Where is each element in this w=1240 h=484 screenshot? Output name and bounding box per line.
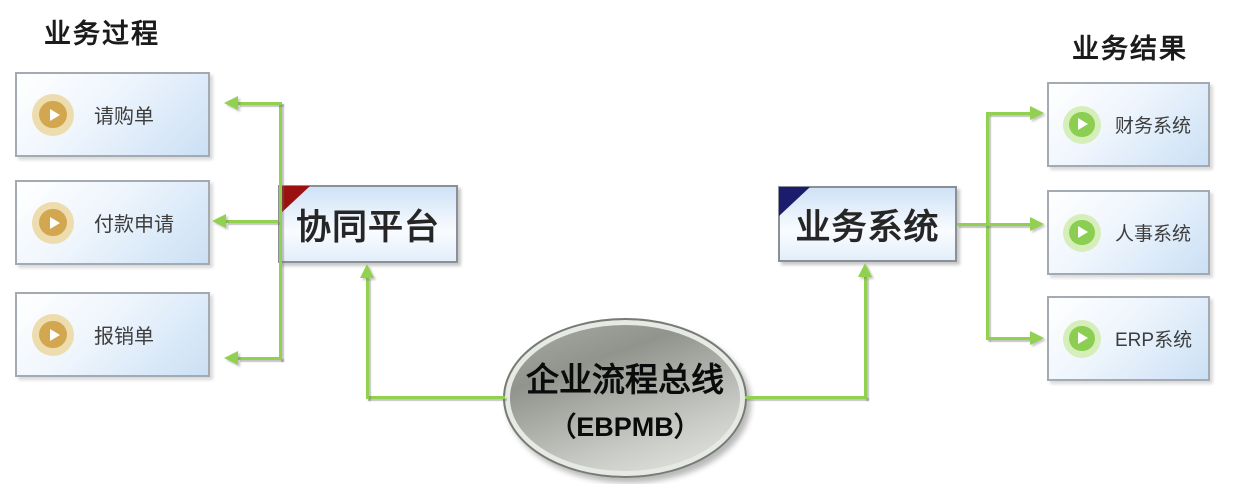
bus-subtitle: （EBPMB） (549, 411, 701, 442)
node-label: 报销单 (94, 326, 154, 348)
result-node-erp: ERP系统 (1047, 296, 1210, 381)
corner-flag (279, 186, 310, 215)
connector-line (238, 357, 282, 360)
process-heading: 业务过程 (44, 19, 160, 49)
connector-line (864, 276, 867, 399)
hub-label: 业务系统 (795, 207, 940, 247)
play-icon (32, 93, 74, 136)
play-icon (1063, 319, 1101, 358)
process-node-expense: 报销单 (15, 292, 210, 377)
connector-line (988, 112, 1030, 115)
connector-line (986, 112, 989, 340)
arrowhead-right (1030, 331, 1044, 345)
play-icon (32, 201, 74, 244)
play-icon (32, 313, 74, 356)
process-node-requisition: 请购单 (15, 72, 210, 157)
node-label: ERP系统 (1115, 330, 1193, 351)
connector-line (366, 396, 505, 399)
process-node-payment: 付款申请 (15, 180, 210, 265)
arrowhead-left (224, 351, 238, 365)
play-icon (1063, 105, 1101, 144)
node-label: 财务系统 (1115, 116, 1192, 137)
result-node-finance: 财务系统 (1047, 82, 1210, 167)
arrowhead-up (858, 263, 872, 277)
connector-line (957, 223, 1030, 226)
play-icon (1063, 213, 1101, 252)
bus-title: 企业流程总线 (526, 360, 724, 398)
hub-collaboration-platform: 协同平台 (278, 185, 458, 263)
arrowhead-up (360, 264, 374, 278)
arrowhead-left (224, 96, 238, 110)
hub-business-system: 业务系统 (778, 186, 957, 262)
connector-line (988, 337, 1030, 340)
node-label: 请购单 (94, 106, 154, 128)
arrowhead-right (1030, 106, 1044, 120)
arrowhead-right (1030, 217, 1044, 231)
result-node-hr: 人事系统 (1047, 190, 1210, 275)
result-heading: 业务结果 (1072, 34, 1188, 64)
node-label: 付款申请 (94, 214, 174, 236)
enterprise-process-bus: 企业流程总线 （EBPMB） (503, 318, 747, 478)
connector-line (238, 102, 282, 105)
connector-line (279, 102, 282, 360)
corner-flag (779, 187, 810, 216)
connector-line (226, 220, 278, 223)
connector-line (366, 277, 369, 399)
node-label: 人事系统 (1115, 224, 1192, 245)
connector-line (745, 396, 867, 399)
arrowhead-left (212, 214, 226, 228)
hub-label: 协同平台 (295, 207, 440, 247)
